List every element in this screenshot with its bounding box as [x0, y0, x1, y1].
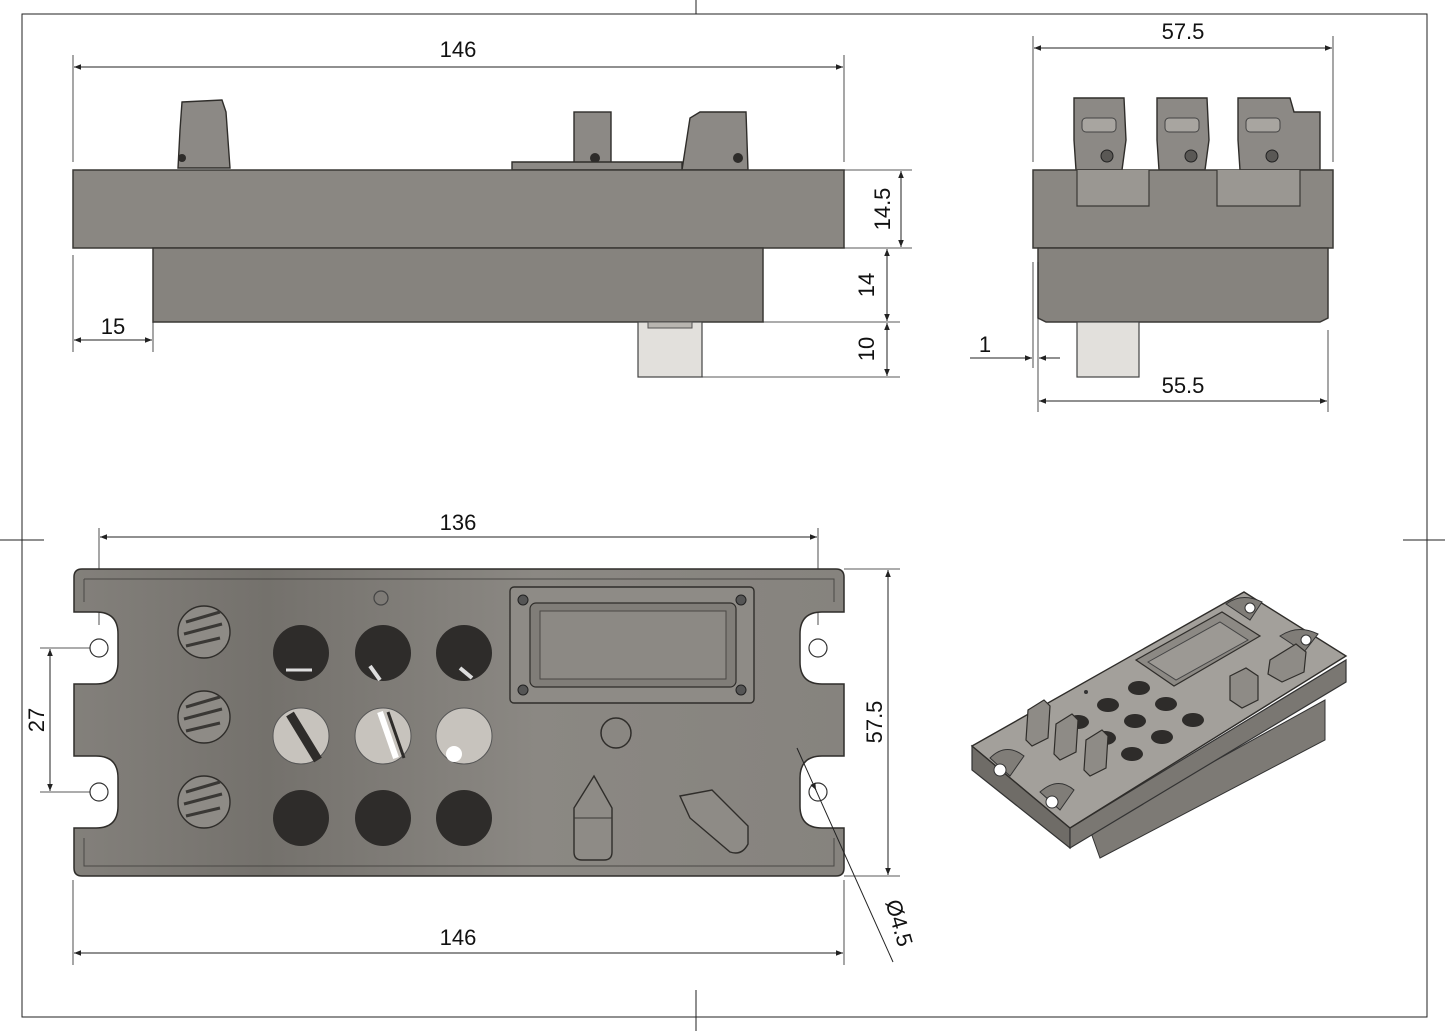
side-usb-plug [1076, 321, 1140, 378]
dim-top-depth: 57.5 [862, 701, 887, 744]
front-usb-plug [637, 321, 703, 378]
sheet-border [21, 13, 1428, 1018]
dim-side-step: 1 [979, 332, 991, 357]
display-window [509, 586, 755, 704]
mount-hole-tl [89, 638, 109, 658]
knob-column [177, 605, 231, 829]
iso-top-face [970, 591, 1348, 829]
dim-mount-spacing: 27 [24, 708, 49, 732]
dim-top-plate-height: 14.5 [870, 188, 895, 231]
mount-hole-br [808, 782, 828, 802]
dim-side-width: 57.5 [1162, 19, 1205, 44]
dim-mount-diameter: Ø4.5 [881, 897, 918, 950]
dim-left-offset: 15 [101, 314, 125, 339]
top-view [40, 528, 900, 965]
mount-hole-tr [808, 638, 828, 658]
side-view [970, 36, 1334, 412]
front-top-plate [72, 169, 845, 249]
front-knob [177, 99, 231, 169]
mount-hole-bl [89, 782, 109, 802]
front-lower-box [152, 247, 764, 323]
dim-hole-spacing: 136 [440, 510, 477, 535]
clip-tip-b [678, 789, 749, 854]
dim-side-lower-width: 55.5 [1162, 373, 1205, 398]
isometric-view [970, 591, 1348, 859]
push-button [600, 717, 632, 749]
dim-lower-box-height: 14 [854, 273, 879, 297]
hole-grid [272, 625, 493, 846]
dim-bottom-width: 146 [440, 925, 477, 950]
dim-usb-protrusion: 10 [854, 337, 879, 361]
front-view [72, 55, 912, 378]
dim-front-width: 146 [440, 37, 477, 62]
